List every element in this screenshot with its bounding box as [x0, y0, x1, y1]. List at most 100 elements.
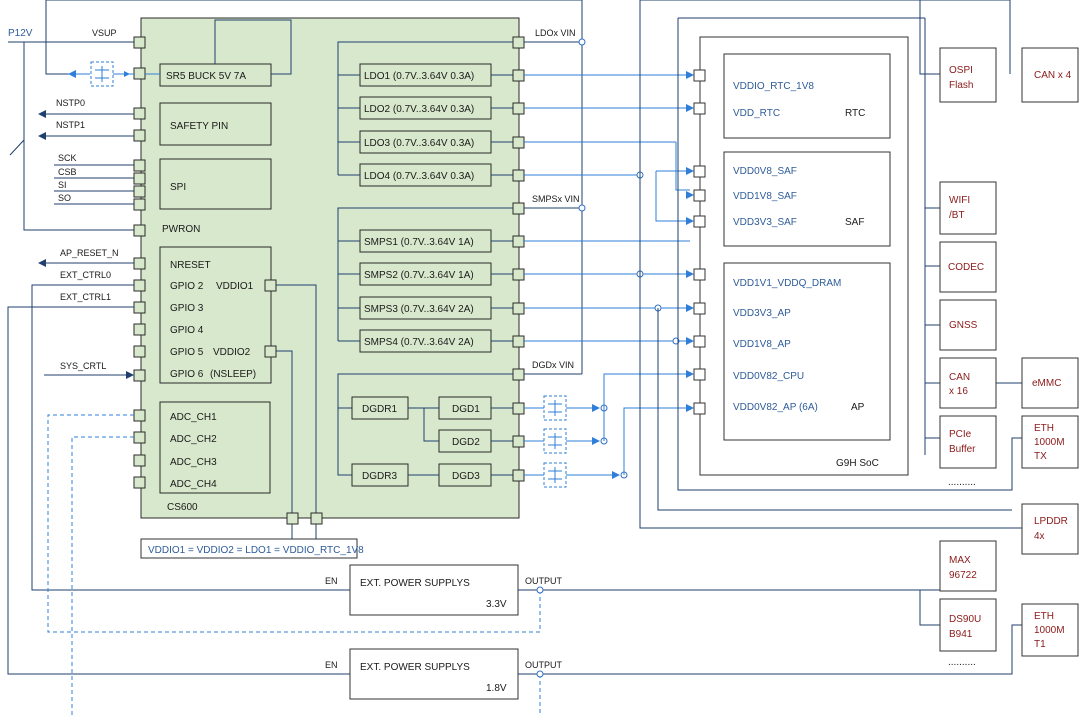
rail-vdd-rtc: VDD_RTC: [733, 108, 780, 119]
peripherals: OSPI Flash CAN x 4 WIFI /BT CODEC GNSS C…: [939, 47, 1079, 668]
sr5-feedback-wire: [45, 0, 86, 75]
rail-vdd1v8-saf: VDD1V8_SAF: [733, 191, 797, 202]
eth-tx-2: 1000M: [1034, 437, 1065, 448]
sck-label: SCK: [58, 153, 77, 163]
saf-label: SAF: [845, 217, 864, 228]
adc-ch2-label: ADC_CH2: [170, 434, 217, 445]
vddio2-label: VDDIO2: [213, 347, 251, 358]
rail-vdd0v8-saf: VDD0V8_SAF: [733, 166, 797, 177]
max-1: MAX: [949, 555, 971, 566]
vddio1-label: VDDIO1: [216, 281, 254, 292]
emmc-block: [1021, 357, 1079, 409]
dgd-mosfets: [524, 395, 628, 488]
gpio2-pin: [133, 279, 146, 292]
dgdr3-label: DGDR3: [362, 471, 397, 482]
ext-ctrl1-label: EXT_CTRL1: [60, 292, 111, 302]
nreset-label: NRESET: [170, 260, 211, 271]
safety-pin-block: [159, 102, 272, 146]
gpio-block: [159, 246, 272, 384]
smps-group: SMPS1 (0.7V..3.64V 1A) SMPS2 (0.7V..3.64…: [338, 229, 525, 353]
ext-supply-1v8: EXT. POWER SUPPLYS 1.8V EN OUTPUT: [325, 648, 563, 700]
nreset-pin: [133, 257, 146, 270]
adc-block: [159, 401, 271, 494]
ext-ctrl1-wire: [7, 306, 350, 675]
max-2: 96722: [949, 570, 977, 581]
pmic-name: CS600: [167, 502, 198, 513]
adc-ch4-label: ADC_CH4: [170, 479, 217, 490]
codec-block: [939, 241, 997, 293]
gpio4-label: GPIO 4: [170, 325, 204, 336]
ext-supply-1v8-title: EXT. POWER SUPPLYS: [360, 662, 470, 673]
vddio1-bottom-pin: [310, 512, 323, 525]
buffer-label: Buffer: [949, 444, 976, 455]
pwron-pin: [133, 224, 146, 237]
dgdx-vin-label: DGDx VIN: [532, 360, 574, 370]
vsup-pin: [133, 36, 146, 49]
nstp0-pin: [133, 107, 146, 120]
vsup-label: VSUP: [92, 28, 117, 38]
pwron-switch: [9, 139, 25, 156]
dgdx-vin-pin: [512, 368, 525, 381]
ext-supply-1v8-block: [349, 648, 519, 700]
vddio2-pin: [264, 345, 277, 358]
ldo4-label: LDO4 (0.7V..3.64V 0.3A): [364, 171, 474, 182]
nstp1-pin: [133, 129, 146, 142]
vddio2-bottom-pin: [286, 512, 299, 525]
smps3-label: SMPS3 (0.7V..3.64V 2A): [364, 304, 474, 315]
dgd3-label: DGD3: [452, 471, 480, 482]
ap-reset-arrow-icon: [38, 259, 46, 267]
si-label: SI: [58, 180, 67, 190]
adc-ch1-label: ADC_CH1: [170, 412, 217, 423]
gnss-block: [939, 299, 997, 351]
max96722-block: [939, 540, 997, 592]
sr5-pin: [133, 67, 146, 80]
rail-vdd1v8-ap: VDD1V8_AP: [733, 339, 791, 350]
ds90ub941-block: [939, 598, 997, 652]
gpio6-label: GPIO 6: [170, 369, 204, 380]
dgdr1-label: DGDR1: [362, 404, 397, 415]
csb-label: CSB: [58, 167, 77, 177]
smps2-label: SMPS2 (0.7V..3.64V 1A): [364, 270, 474, 281]
rail-vddio-rtc-1v8: VDDIO_RTC_1V8: [733, 81, 814, 92]
soc-name: G9H SoC: [836, 458, 879, 469]
wifi-label: WIFI: [949, 195, 970, 206]
can16-label-1: CAN: [949, 372, 970, 383]
sys-crtl-arrow-icon: [126, 371, 134, 379]
ext-supply-3v3-output: OUTPUT: [525, 576, 563, 586]
so-label: SO: [58, 193, 71, 203]
adc-ch3-label: ADC_CH3: [170, 457, 217, 468]
spi-block: [159, 158, 272, 210]
emmc-label: eMMC: [1032, 378, 1061, 389]
nstp1-label: NSTP1: [56, 120, 85, 130]
ds90-1: DS90U: [949, 614, 981, 625]
gpio5-label: GPIO 5: [170, 347, 204, 358]
peripheral-feed-wires: [540, 0, 1022, 675]
adc-ch2-sense-wire: [71, 436, 134, 715]
ext-ctrl0-wire: [31, 284, 350, 591]
dgd2-label: DGD2: [452, 437, 480, 448]
ospi-flash-block: [939, 47, 997, 103]
ext-supply-3v3-block: [349, 564, 519, 616]
soc-pins: [693, 69, 706, 415]
sys-crtl-label: SYS_CRTL: [60, 361, 106, 371]
ext-supply-1v8-en: EN: [325, 660, 338, 670]
lpddr-1: LPDDR: [1034, 516, 1068, 527]
gpio4-pin: [133, 323, 146, 336]
ext-supply-3v3-voltage: 3.3V: [486, 599, 507, 610]
ldo2-label: LDO2 (0.7V..3.64V 0.3A): [364, 104, 474, 115]
can16-label-2: x 16: [949, 386, 968, 397]
vddio-note-box: [140, 538, 358, 559]
sr5-arrow-icon: [68, 70, 76, 78]
ext-ctrl0-label: EXT_CTRL0: [60, 270, 111, 280]
ap-domain: [723, 262, 891, 441]
sr5-label: SR5 BUCK 5V 7A: [166, 71, 246, 82]
gpio6-pin: [133, 369, 146, 382]
p12v-label: P12V: [8, 28, 33, 39]
ap-label: AP: [851, 402, 865, 413]
flash-label: Flash: [949, 80, 973, 91]
gpio3-label: GPIO 3: [170, 303, 204, 314]
lpddr-block: [1021, 503, 1079, 555]
ldo3-label: LDO3 (0.7V..3.64V 0.3A): [364, 138, 474, 149]
ldox-vin-pin: [512, 36, 525, 49]
